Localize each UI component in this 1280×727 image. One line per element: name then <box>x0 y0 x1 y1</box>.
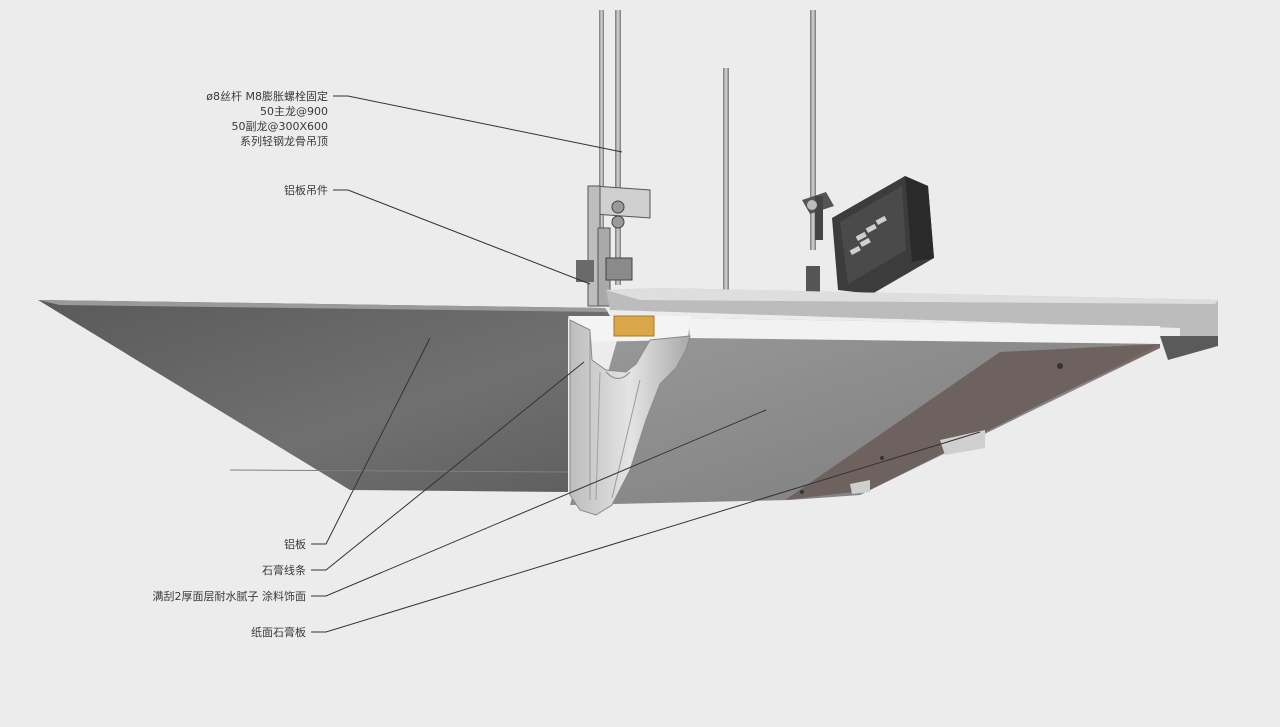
label-gypsum-board: 纸面石膏板 <box>251 625 306 639</box>
label-putty-finish: 满刮2厚面层耐水腻子 涂料饰面 <box>153 589 307 603</box>
steel-channel <box>832 176 934 294</box>
threaded-rod <box>615 10 621 285</box>
aluminum-panel <box>38 300 610 492</box>
gypsum-molding <box>569 319 691 516</box>
upper-board <box>606 288 1218 360</box>
label-suspension-line2: 50主龙@900 <box>260 105 328 118</box>
leader-putty-finish <box>311 409 767 597</box>
leader-aluminum-panel <box>311 337 431 545</box>
label-suspension-line3: 50副龙@300X600 <box>231 120 328 133</box>
leader-suspension <box>333 95 623 153</box>
gypsum-board <box>570 318 1160 505</box>
label-suspension-line4: 系列轻钢龙骨吊顶 <box>240 134 328 148</box>
label-suspension-line1: ø8丝杆 M8膨胀螺栓固定 <box>206 89 328 103</box>
label-gypsum-molding: 石膏线条 <box>262 563 306 577</box>
leader-gypsum-molding <box>311 361 585 571</box>
timber-block <box>613 315 655 337</box>
label-aluminum-panel: 铝板 <box>284 537 306 551</box>
leader-hanger <box>333 189 591 285</box>
threaded-rod <box>599 10 604 290</box>
leader-lines <box>311 95 981 633</box>
label-hanger: 铝板吊件 <box>284 183 328 197</box>
hanger-bracket <box>576 185 651 307</box>
threaded-rod <box>723 68 729 290</box>
joint-filler <box>568 315 690 342</box>
right-hanger-clip <box>802 192 834 292</box>
callout-labels: ø8丝杆 M8膨胀螺栓固定 50主龙@900 50副龙@300X600 系列轻钢… <box>153 89 329 639</box>
threaded-rod <box>810 10 816 250</box>
leader-gypsum-board <box>311 431 981 633</box>
threaded-rods <box>599 10 816 290</box>
